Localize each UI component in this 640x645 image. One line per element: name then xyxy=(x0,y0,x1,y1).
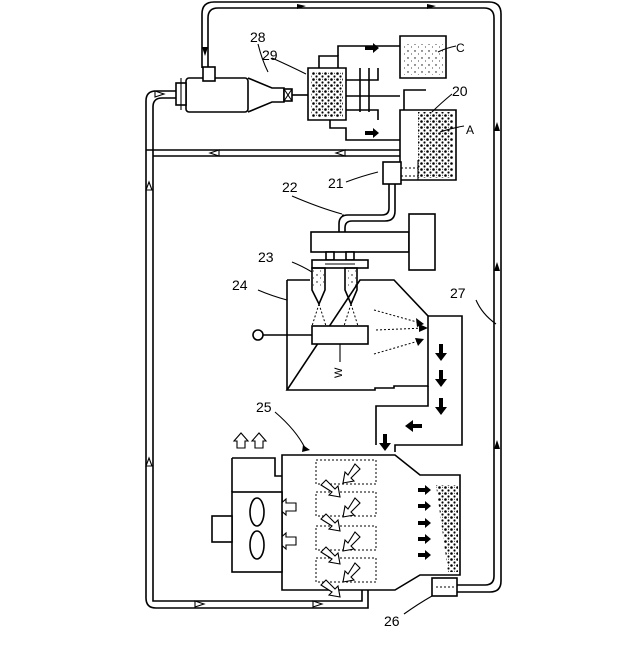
ref-label-26: 26 xyxy=(384,613,400,629)
gun-manifold xyxy=(311,214,435,270)
ref-label-25: 25 xyxy=(256,399,272,415)
exhaust-duct xyxy=(376,316,462,452)
cyclone-28 xyxy=(176,67,308,112)
ref-label-22: 22 xyxy=(282,179,298,195)
dust-collector-25 xyxy=(277,455,460,597)
ref-label-28: 28 xyxy=(250,29,266,45)
letter-label-w: W xyxy=(333,367,345,378)
hopper-20 xyxy=(383,90,456,184)
supply-hose-22 xyxy=(339,184,395,232)
hopper-return-line xyxy=(146,150,400,156)
ref-label-21: 21 xyxy=(328,175,344,191)
exhaust-fan xyxy=(212,433,282,572)
ref-label-20: 20 xyxy=(452,83,468,99)
ref-label-24: 24 xyxy=(232,277,248,293)
ref-label-23: 23 xyxy=(258,249,274,265)
letter-label-c: C xyxy=(456,41,465,55)
ref-label-29: 29 xyxy=(262,47,278,63)
sieve-hopper-29 xyxy=(308,46,400,140)
separator-26 xyxy=(432,578,457,596)
letter-label-a: A xyxy=(466,123,474,137)
ref-label-27: 27 xyxy=(450,285,466,301)
container-c xyxy=(400,36,446,78)
